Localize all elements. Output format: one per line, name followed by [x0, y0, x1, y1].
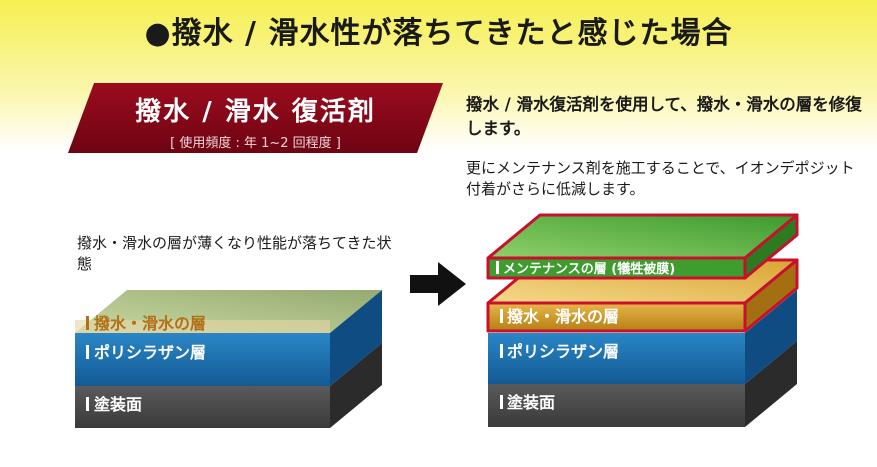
left-film-front	[75, 320, 330, 333]
left-diagram-caption: 撥水・滑水の層が薄くなり性能が落ちてきた状態	[77, 234, 392, 273]
right-green-side	[743, 213, 799, 280]
right-label-maintenance: メンテナンスの層 (犠牲被膜)	[503, 261, 675, 277]
left-layer-block: 撥水・滑水の層 ポリシラザン層 塗装面	[75, 290, 382, 428]
right-gray-front	[488, 384, 745, 427]
right-gray-side	[745, 341, 797, 427]
banner-subtitle: [ 使用頻度 : 年 1~2 回程度 ]	[170, 136, 341, 151]
right-label-coat: 撥水・滑水の層	[507, 307, 619, 326]
right-layer-block: ポリシラザン層 塗装面 撥水・滑水の層 メンテナンスの層 (犠牲被膜)	[486, 213, 799, 427]
left-label-paint: 塗装面	[94, 395, 142, 414]
page-heading: ●撥水 / 滑水性が落ちてきたと感じた場合	[144, 16, 733, 51]
right-arrow-icon	[410, 262, 466, 306]
description-normal: 更にメンテナンス剤を施工することで、イオンデポジット付着がさらに低減します。	[466, 159, 855, 198]
description-bold: 撥水 / 滑水復活剤を使用して、撥水・滑水の層を修復します。	[466, 95, 862, 138]
product-banner: 撥水 / 滑水 復活剤 [ 使用頻度 : 年 1~2 回程度 ]	[68, 83, 443, 153]
left-blue-side	[330, 290, 382, 386]
right-blue-front	[488, 333, 745, 384]
left-blue-front	[75, 333, 330, 386]
left-label-polysilazane: ポリシラザン層	[94, 343, 206, 362]
banner-title: 撥水 / 滑水 復活剤	[135, 97, 376, 127]
right-orange-side	[743, 258, 799, 333]
left-gray-front	[75, 386, 330, 428]
right-label-paint: 塗装面	[507, 393, 555, 412]
right-label-polysilazane: ポリシラザン層	[507, 342, 619, 361]
right-blue-side	[745, 290, 797, 384]
left-label-coat: 撥水・滑水の層	[94, 314, 206, 333]
left-gray-side	[330, 343, 382, 428]
